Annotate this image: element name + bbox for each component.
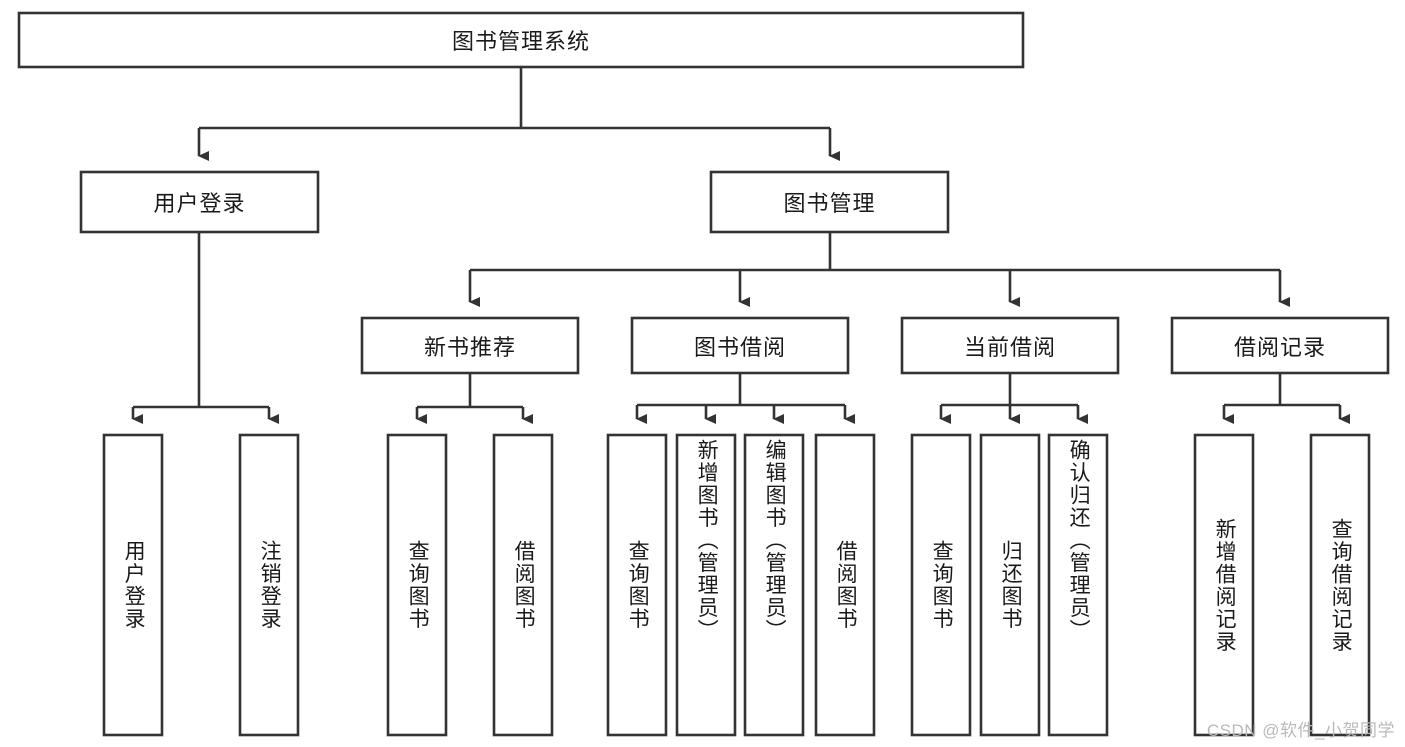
connector-group-book-manage-to-level3: [468, 232, 1290, 307]
node-box-leaf-add-record[interactable]: [1193, 433, 1255, 737]
node-box-book-manage[interactable]: [709, 170, 950, 234]
connector-group-user-login-to-leaves: [131, 232, 279, 424]
node-box-leaf-return-book[interactable]: [979, 433, 1041, 737]
node-box-book-borrow[interactable]: [630, 316, 850, 375]
connector-group-book-borrow-to-leaves: [635, 373, 855, 424]
connector-group-borrow-record-to-leaves: [1222, 373, 1350, 424]
node-box-leaf-user-login[interactable]: [102, 433, 164, 737]
node-box-leaf-confirm-return[interactable]: [1047, 433, 1109, 737]
connector-group-root-to-level2: [197, 67, 840, 161]
node-box-leaf-borrow-book-1[interactable]: [492, 433, 554, 737]
node-box-leaf-borrow-book-2[interactable]: [814, 433, 876, 737]
node-box-leaf-logout[interactable]: [238, 433, 300, 737]
node-box-leaf-add-book[interactable]: [675, 433, 737, 737]
connector-group-new-book-recommend-to-leaves: [415, 373, 533, 424]
node-box-user-login[interactable]: [79, 170, 320, 234]
node-box-leaf-query-book-3[interactable]: [910, 433, 972, 737]
node-box-leaf-edit-book[interactable]: [743, 433, 805, 737]
node-box-borrow-record[interactable]: [1170, 316, 1390, 375]
node-box-new-book-recommend[interactable]: [360, 316, 580, 375]
node-box-current-borrow[interactable]: [900, 316, 1120, 375]
node-box-leaf-query-book-1[interactable]: [386, 433, 448, 737]
connector-group-current-borrow-to-leaves: [939, 373, 1088, 424]
node-box-leaf-query-record[interactable]: [1309, 433, 1371, 737]
node-box-leaf-query-book-2[interactable]: [606, 433, 668, 737]
node-box-root[interactable]: [17, 11, 1025, 69]
